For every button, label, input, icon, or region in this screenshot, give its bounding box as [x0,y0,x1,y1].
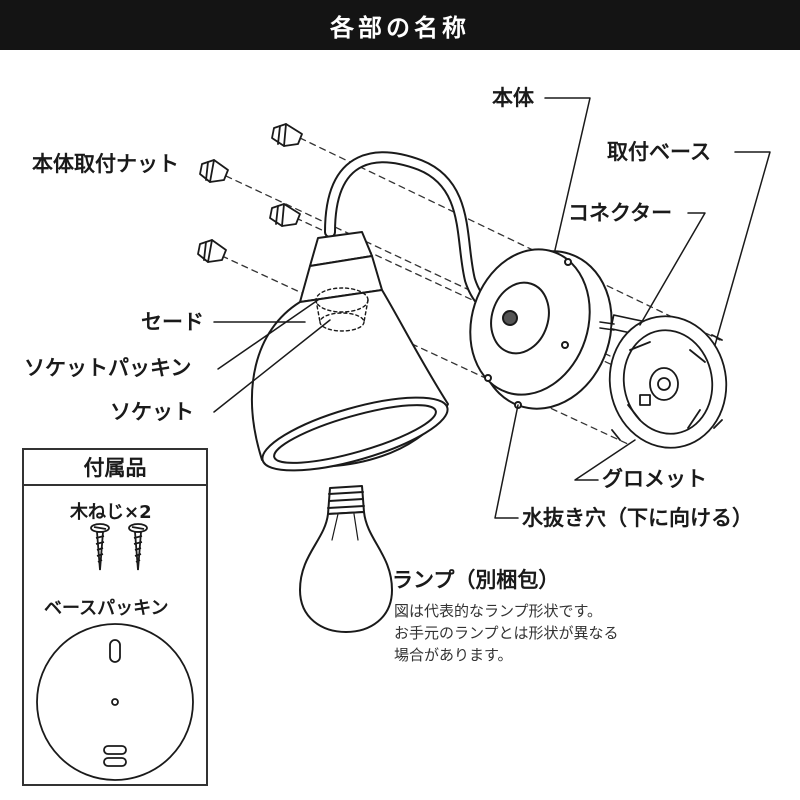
body-mounting-nut [197,239,227,263]
accessories-box: 付属品 木ねじ×2 ベースパッキン [22,448,208,786]
label-body-mounting-nut: 本体取付ナット [32,152,179,176]
body-mounting-nut [199,159,229,183]
lamp-note-line: 場合があります。 [394,646,513,664]
leader-lines [213,97,771,519]
wood-screws-label: 木ねじ×2 [70,502,152,523]
wood-screw-icon [90,523,110,571]
main-body [469,248,613,410]
body-mounting-nut [269,203,301,227]
wood-screw-icon [128,523,148,571]
page-title: 各部の名称 [330,13,470,42]
label-mounting-base: 取付ベース [607,140,711,164]
lamp-note: 図は代表的なランプ形状です。 お手元のランプとは形状が異なる 場合があります。 [394,600,619,666]
label-socket-packing: ソケットパッキン [24,356,192,380]
body-mounting-nut [271,123,303,147]
shade [251,231,449,472]
label-body: 本体 [492,86,534,110]
socket-packing [315,287,369,332]
page-header: 各部の名称 [0,0,800,50]
lamp-bulb [299,485,393,633]
lamp-note-line: お手元のランプとは形状が異なる [394,624,619,642]
label-drain-hole: 水抜き穴（下に向ける） [522,506,753,530]
mounting-base [608,315,728,449]
label-socket: ソケット [110,400,194,424]
base-packing-label: ベースパッキン [44,598,169,619]
label-connector: コネクター [568,201,673,225]
accessories-title: 付属品 [24,450,206,486]
wood-screws [90,523,148,571]
base-packing [36,623,194,781]
label-lamp: ランプ（別梱包） [392,568,560,592]
label-grommet: グロメット [602,467,707,491]
label-shade: セード [141,310,204,334]
lamp-note-line: 図は代表的なランプ形状です。 [394,602,603,620]
